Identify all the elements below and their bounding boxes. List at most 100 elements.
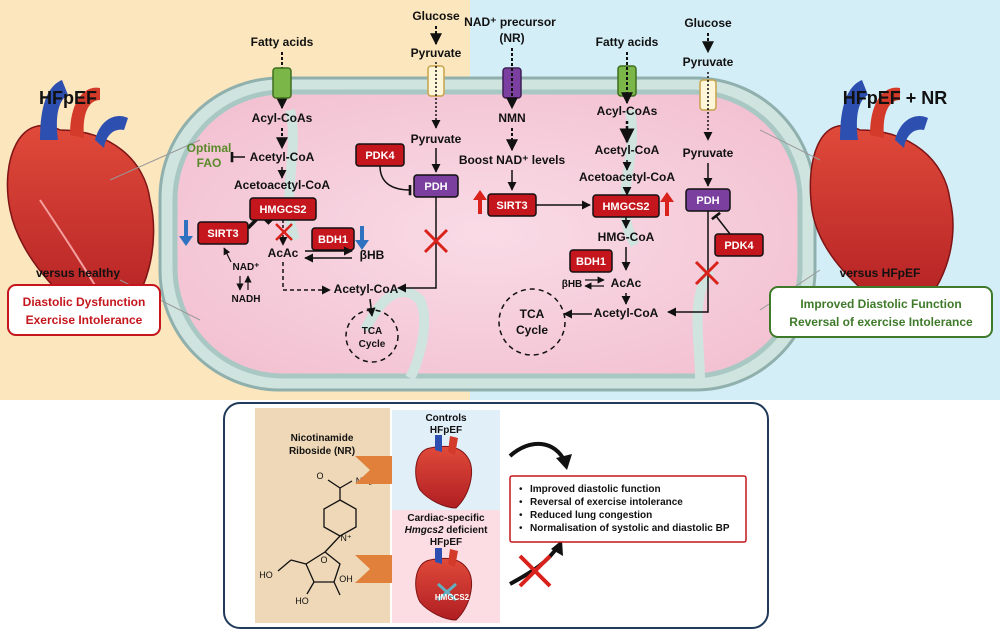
outcome-item-1: Improved diastolic function [530,484,661,495]
controls-label-line-1: Controls [425,413,467,424]
left-nadh: NADH [232,294,261,305]
right-outcome-box: Improved Diastolic Function Reversal of … [769,286,993,338]
left-title: HFpEF [39,88,97,108]
left-hmgcs2-block-cross [275,223,293,241]
right-pyruvate-top-label: Pyruvate [683,55,734,69]
left-acetyl-to-tca [366,298,376,317]
left-nad-plus: NAD⁺ [233,262,260,273]
deficient-gene-name: Hmgcs2 [405,525,444,536]
left-pdh-to-acetyl [397,197,437,293]
left-tca-line-2: Cycle [359,339,386,350]
left-sirt3-down-arrow [179,220,193,246]
right-hmg-coa: HMG-CoA [598,230,655,244]
right-bdh1-box [569,249,613,273]
right-title: HFpEF + NR [843,88,948,108]
outcome-bullet-1: • [519,484,523,495]
left-hmgcs2-label: HMGCS2 [259,204,306,216]
outcome-bullet-3: • [519,510,523,521]
left-comparison: versus healthy [36,266,120,280]
right-pdk4-block-cross [694,260,720,286]
right-fatty-acid-transporter [617,65,637,97]
outcome-item-4: Normalisation of systolic and diastolic … [530,523,730,534]
right-tca-line-1: TCA [520,307,545,321]
outcome-item-3: Reduced lung congestion [530,510,652,521]
right-pdk4-box [714,233,764,257]
right-sirt3-label: SIRT3 [496,200,527,212]
right-acyl-coas: Acyl-CoAs [597,104,658,118]
left-pyruvate-top-label: Pyruvate [411,46,462,60]
right-pdk4-label: PDK4 [724,240,754,252]
negative-block-cross [518,554,552,588]
right-hmgcs2-up-arrow [660,192,674,216]
right-outcome-line-1: Improved Diastolic Function [800,297,961,311]
left-nad-to-sirt3 [223,247,232,263]
right-fatty-acids-label: Fatty acids [596,35,659,49]
controls-label-line-2: HFpEF [430,425,462,436]
deficient-heart-label: HMGCS2 [435,593,470,602]
right-comparison: versus HFpEF [840,266,921,280]
right-pdh-label: PDH [696,195,719,207]
right-acetoacetyl-coa: Acetoacetyl-CoA [579,170,675,184]
atom-oh-right: OH [339,574,353,584]
mitochondrion [158,76,817,392]
right-cell-pathway: NAD⁺ precursor (NR) NMN Boost NAD⁺ level… [459,15,764,356]
atom-ho-left: HO [259,570,273,580]
deficient-heart-icon [415,548,472,621]
left-acetyl-coa: Acetyl-CoA [250,150,315,164]
left-outcome-box: Diastolic Dysfunction Exercise Intoleran… [7,284,161,336]
right-nmn: NMN [498,111,525,125]
right-hmgcs2-label: HMGCS2 [602,201,649,213]
left-outcome-line-2: Exercise Intolerance [26,313,143,327]
positive-arrow-head [556,454,572,470]
deficient-label-line-3: HFpEF [430,537,462,548]
compound-name-line-1: Nicotinamide [291,433,354,444]
right-pdh-to-acetyl [667,211,709,317]
left-fatty-acids-label: Fatty acids [251,35,314,49]
left-tca-line-1: TCA [362,326,383,337]
nr-molecule-structure [277,479,357,596]
right-nad-precursor: NAD⁺ precursor [464,15,556,29]
left-bhb: βHB [360,248,385,262]
atom-o-ring: O [320,555,327,565]
left-pdk4-label: PDK4 [365,150,395,162]
left-acac-to-acetyl [282,262,331,295]
left-bdh1-down-arrow [355,226,369,250]
right-bdh1-label: BDH1 [576,256,606,268]
atom-ho-bottom: HO [295,596,309,606]
atom-n-plus: N⁺ [340,533,351,543]
right-pyruvate-mid: Pyruvate [683,146,734,160]
left-outcome-line-1: Diastolic Dysfunction [23,295,146,309]
right-pdk4-inhibits-pdh [711,211,731,235]
left-cell-pathway: Fatty acids Glucose Pyruvate Acyl-CoAs A… [179,9,462,363]
compound-name-line-2: Riboside (NR) [289,446,355,457]
left-pdh-block-cross [423,228,449,254]
left-sirt3-box [197,221,249,245]
left-pdh-label: PDH [424,181,447,193]
negative-arrow-head [551,540,563,556]
deficient-suffix: deficient [444,525,489,536]
right-tca-line-2: Cycle [516,323,548,337]
outcome-item-2: Reversal of exercise intolerance [530,497,683,508]
right-glucose-label: Glucose [684,16,732,30]
left-glucose-label: Glucose [412,9,460,23]
left-acac: AcAc [268,246,299,260]
positive-curved-arrow [508,441,567,463]
left-acyl-coas: Acyl-CoAs [252,111,313,125]
right-acac: AcAc [611,276,642,290]
deficient-label-line-2: Hmgcs2 deficient [405,525,488,536]
right-bhb: βHB [562,279,583,290]
bottom-panel: Nicotinamide Riboside (NR) O NH₂ N⁺ O HO… [223,402,769,629]
controls-heart-icon [415,435,472,509]
left-pdk4-inhibits-pdh [379,165,412,196]
compound-panel [255,408,390,623]
outcome-bullet-2: • [519,497,523,508]
left-zoom-line-top [109,139,201,181]
right-sirt3-up-arrow [473,190,487,214]
right-heart-icon [809,80,954,321]
right-acetyl-coa-bottom: Acetyl-CoA [594,306,659,320]
left-acetyl-coa-bottom: Acetyl-CoA [334,282,399,296]
outcome-bullet-4: • [519,523,523,534]
right-nr-label: (NR) [499,31,524,45]
